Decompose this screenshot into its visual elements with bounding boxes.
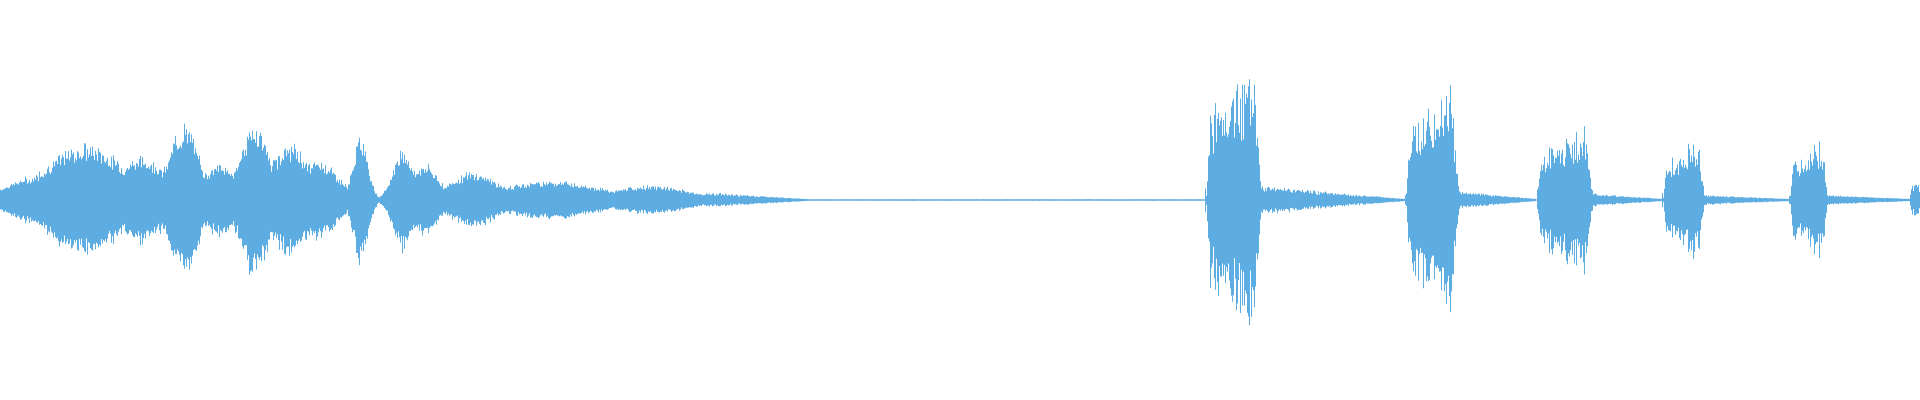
waveform-segment-burst-3 (1537, 126, 1594, 275)
waveform-path (0, 123, 707, 275)
waveform-segment-burst-6 (1910, 184, 1920, 216)
waveform-segment-burst-2 (1405, 85, 1460, 313)
waveform-path (1261, 186, 1406, 213)
waveform-path (706, 192, 807, 207)
waveform-path (1789, 141, 1828, 258)
waveform-segment-burst-1 (1205, 79, 1262, 326)
waveform-segment-trail-6 (1827, 195, 1911, 205)
waveform-path (1537, 126, 1594, 275)
waveform-segment-trail-2 (1261, 186, 1406, 213)
waveform-segment-silence-1 (806, 199, 1206, 201)
waveform-segment-trail-3 (1459, 191, 1536, 209)
waveform-segment-burst-4 (1662, 143, 1705, 259)
waveform-segment-trail-4 (1593, 193, 1663, 207)
waveform-path (1405, 85, 1460, 313)
waveform-path (1662, 143, 1705, 259)
waveform-segment-burst-5 (1789, 141, 1828, 258)
waveform-path (1593, 193, 1663, 207)
waveform-segment-trail-5 (1704, 195, 1790, 205)
waveform-bars (0, 79, 1920, 326)
waveform-path (1459, 191, 1536, 209)
waveform-path (1704, 195, 1790, 205)
waveform-path (1910, 184, 1920, 216)
waveform-path (806, 199, 1206, 201)
waveform-segment-trail-1 (706, 192, 807, 207)
waveform-path (1827, 195, 1911, 205)
waveform-segment-phrase-1 (0, 123, 707, 275)
waveform-path (1205, 79, 1262, 326)
